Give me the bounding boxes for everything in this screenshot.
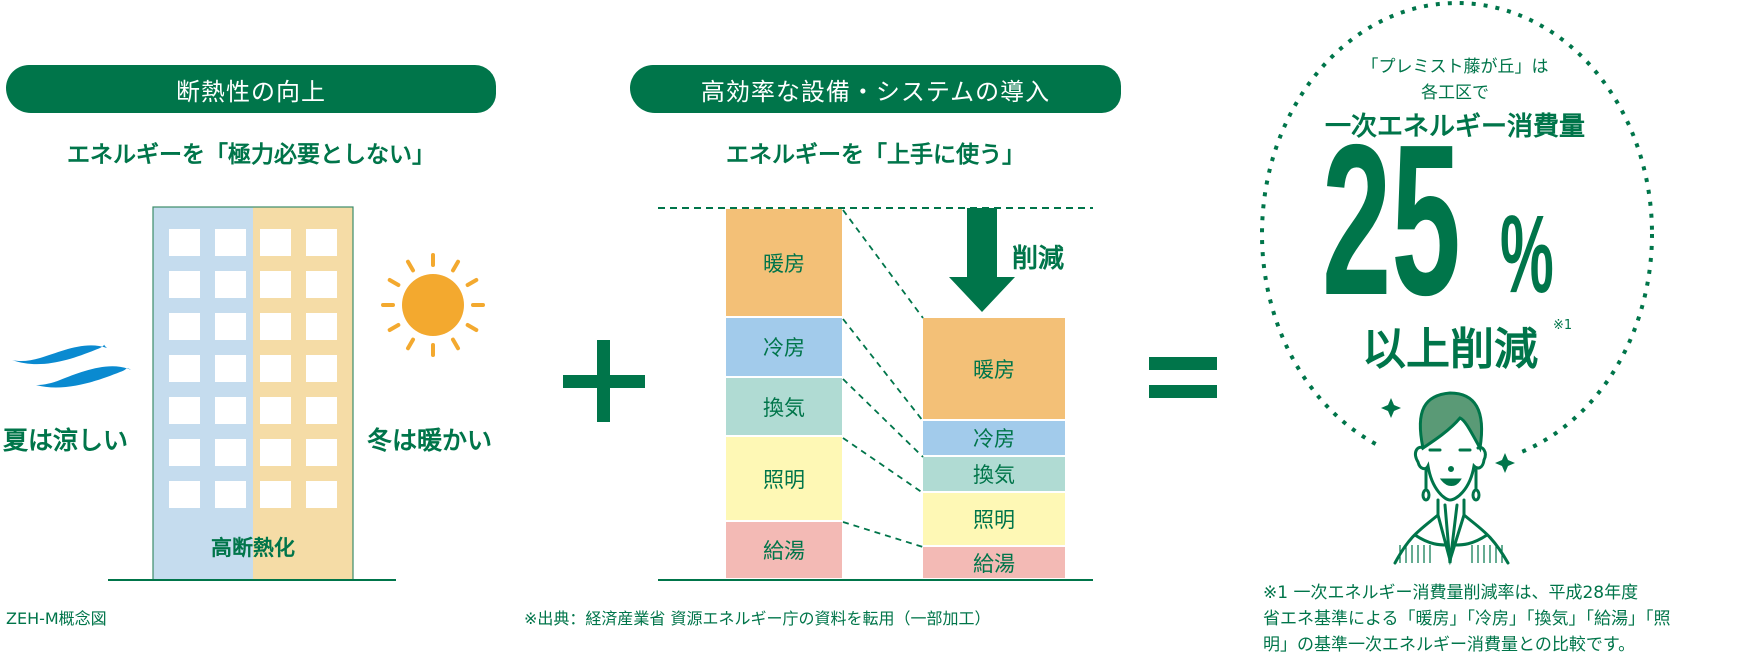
sun-ray: [451, 259, 460, 273]
before-hot-water: 給湯: [726, 522, 842, 578]
window: [306, 439, 337, 466]
window: [215, 355, 246, 382]
sun-ray: [465, 278, 479, 287]
reduction-number: 25: [1322, 99, 1461, 340]
window: [260, 397, 291, 424]
result-circle: [1260, 1, 1654, 566]
footnote-line-3: 明」の基準一次エネルギー消費量との比較です。: [1263, 635, 1636, 655]
plus-icon: [563, 340, 645, 422]
window: [306, 355, 337, 382]
sun-ray: [387, 278, 401, 287]
reduce-label: 削減: [1012, 244, 1065, 274]
window: [169, 313, 200, 340]
insulation-banner: 断熱性の向上: [6, 65, 496, 113]
window: [306, 397, 337, 424]
percent-sign: %: [1500, 193, 1554, 316]
sparkle-icon: [1381, 398, 1515, 473]
equipment-banner: 高効率な設備・システムの導入: [630, 65, 1121, 113]
window: [215, 229, 246, 256]
window: [306, 481, 337, 508]
window: [169, 481, 200, 508]
insulation-banner-title: 断熱性の向上: [176, 77, 326, 106]
window: [306, 271, 337, 298]
sun-ray: [465, 323, 479, 332]
reduction-label: 以上削減: [1362, 324, 1538, 375]
window: [260, 271, 291, 298]
insulation-subtitle: エネルギーを「極力必要としない」: [67, 142, 435, 168]
after-lighting: 照明: [923, 493, 1065, 545]
window: [260, 439, 291, 466]
window: [169, 271, 200, 298]
sun-icon: [381, 253, 485, 357]
building-warm-side: [253, 207, 353, 580]
window: [215, 481, 246, 508]
equipment-subtitle: エネルギーを「上手に使う」: [726, 142, 1025, 168]
wind-icon: [12, 344, 131, 388]
sun-ray: [387, 323, 401, 332]
window: [306, 313, 337, 340]
after-hot-water: 給湯: [923, 547, 1065, 578]
sun-ray: [451, 337, 460, 351]
building-label: 高断熱化: [211, 536, 295, 560]
winter-label: 冬は暖かい: [367, 426, 493, 455]
window: [260, 229, 291, 256]
window: [215, 397, 246, 424]
each-area-line: 各工区で: [1421, 83, 1489, 103]
footnote-line-1: ※1 一次エネルギー消費量削減率は、平成28年度: [1263, 583, 1639, 603]
source-note: ※出典：経済産業省 資源エネルギー庁の資料を転用（一部加工）: [524, 609, 991, 628]
window: [260, 481, 291, 508]
property-line: 「プレミスト藤が丘」は: [1361, 57, 1549, 77]
reduction-diagram-lines: [658, 207, 1093, 581]
building-cool-side: [153, 207, 253, 580]
window: [306, 229, 337, 256]
after-heating: 暖房: [923, 318, 1065, 419]
building-illustration: [12, 206, 485, 581]
window: [260, 355, 291, 382]
window: [215, 313, 246, 340]
after-ventilation: 換気: [923, 457, 1065, 491]
energy-line: 一次エネルギー消費量: [1324, 112, 1585, 142]
before-heating: 暖房: [726, 209, 842, 316]
window: [260, 313, 291, 340]
equipment-banner-title: 高効率な設備・システムの導入: [700, 77, 1051, 106]
window: [169, 229, 200, 256]
window: [169, 397, 200, 424]
window: [169, 439, 200, 466]
sun-ray: [406, 259, 415, 273]
before-cooling: 冷房: [726, 318, 842, 376]
footnote-mark: ※1: [1553, 318, 1573, 333]
footnote-line-2: 省エネ基準による「暖房」「冷房」「換気」「給湯」「照: [1263, 609, 1671, 629]
down-arrow-icon: [949, 208, 1015, 312]
summer-label: 夏は涼しい: [3, 426, 129, 455]
before-ventilation: 換気: [726, 378, 842, 435]
after-cooling: 冷房: [923, 421, 1065, 455]
before-lighting: 照明: [726, 437, 842, 520]
concept-caption: ZEH-M概念図: [6, 609, 107, 628]
sun-ray: [406, 337, 415, 351]
window: [215, 271, 246, 298]
window: [169, 355, 200, 382]
window: [215, 439, 246, 466]
equals-icon: [1149, 357, 1217, 398]
windows: [169, 229, 337, 508]
